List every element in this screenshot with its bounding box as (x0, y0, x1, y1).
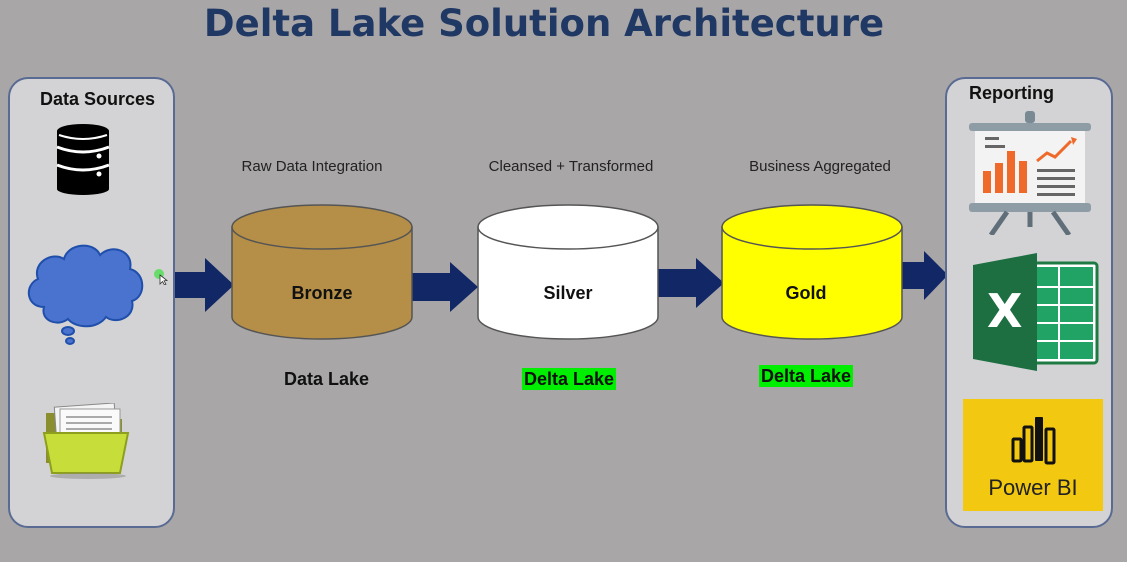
stage-caption-silver: Cleansed + Transformed (488, 158, 654, 175)
arrow-bronze-to-silver (412, 262, 478, 312)
power-bi-bars-icon (1011, 417, 1056, 465)
silver-storage-label: Delta Lake (522, 368, 617, 390)
data-sources-heading: Data Sources (40, 89, 156, 109)
silver-label: Silver (543, 283, 593, 303)
gold-label: Gold (785, 283, 827, 303)
gold-cylinder (721, 204, 903, 340)
arrow-sources-to-bronze (175, 258, 234, 312)
silver-storage-text: Delta Lake (522, 368, 617, 390)
silver-cylinder (477, 204, 659, 340)
reporting-panel: Reporting X (945, 77, 1113, 528)
excel-letter: X (987, 284, 1023, 338)
power-bi-label: Power BI (988, 475, 1078, 500)
data-sources-panel: Data Sources (8, 77, 175, 528)
reporting-heading: Reporting (969, 83, 1054, 103)
arrow-silver-to-gold (658, 258, 724, 308)
stage-caption-gold: Business Aggregated (749, 158, 891, 175)
bronze-cylinder (231, 204, 413, 340)
bronze-storage-label: Data Lake (284, 369, 370, 389)
cloud-icon (28, 244, 144, 345)
page-title: Delta Lake Solution Architecture (203, 2, 885, 45)
folder-icon (42, 403, 130, 479)
database-icon (56, 124, 110, 195)
presentation-chart-icon (969, 111, 1091, 235)
gold-storage-label: Delta Lake (759, 365, 854, 387)
excel-icon (973, 253, 1099, 371)
gold-storage-text: Delta Lake (759, 365, 854, 387)
arrow-gold-to-reporting (902, 251, 948, 300)
cursor-icon (154, 269, 168, 285)
stage-caption-bronze: Raw Data Integration (241, 158, 383, 175)
bronze-label: Bronze (291, 283, 353, 303)
power-bi-icon: Power BI (963, 399, 1103, 511)
